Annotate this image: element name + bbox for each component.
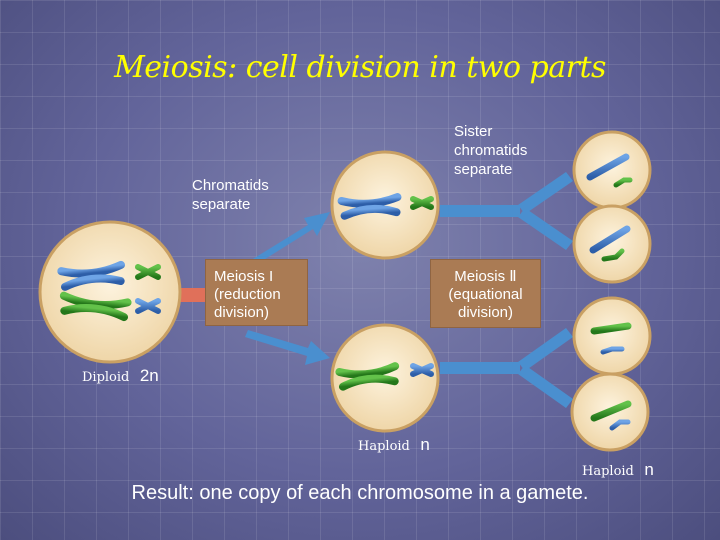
chromosome-blue-large — [57, 260, 125, 291]
haploid-label-1: Haploid n — [358, 435, 430, 455]
gamete-1 — [572, 130, 652, 210]
diploid-label: Diploid 2n — [82, 366, 159, 386]
chromosome-green-small — [135, 264, 161, 280]
meiosis1-box: Meiosis I (reduction division) — [205, 259, 308, 326]
gamete-2 — [572, 204, 652, 284]
parent-cell — [38, 220, 182, 364]
haploid-value-2: n — [644, 460, 654, 479]
upper-haploid-cell — [330, 150, 440, 260]
meiosis2-box: Meiosis Ⅱ (equational division) — [430, 259, 541, 328]
parent-connector — [178, 288, 206, 302]
chromatids-separate-label: Chromatids separate — [192, 177, 269, 213]
sister-chromatids-separate-label: Sister chromatids separate — [454, 123, 528, 178]
lower-haploid-cell — [330, 323, 440, 433]
diploid-value: 2n — [139, 366, 159, 385]
haploid-word-2: Haploid — [582, 464, 634, 479]
gamete-3 — [572, 296, 652, 376]
result-caption: Result: one copy of each chromosome in a… — [131, 482, 589, 504]
haploid-label-2: Haploid n — [582, 460, 654, 480]
haploid-word-1: Haploid — [358, 439, 410, 454]
diploid-word: Diploid — [82, 370, 130, 385]
chromosome-green-large — [59, 291, 132, 322]
chromosome-blue-small — [135, 298, 161, 314]
gamete-4 — [570, 372, 650, 452]
haploid-value-1: n — [420, 435, 430, 454]
meiosis1-arrows — [245, 212, 330, 365]
meiosis2-arrows — [440, 172, 573, 408]
page-title: Meiosis: cell division in two parts — [114, 50, 606, 85]
